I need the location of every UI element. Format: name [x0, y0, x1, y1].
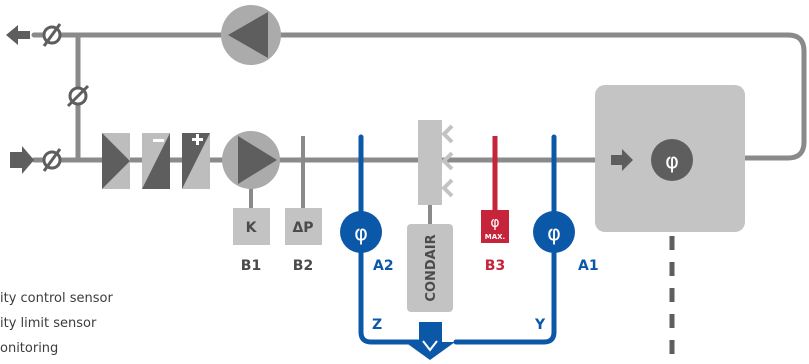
- dp-sensor-box: [285, 208, 322, 245]
- label-a2: A2: [373, 258, 394, 274]
- return-fan-icon: [221, 5, 281, 65]
- k-sensor-label: K: [246, 220, 258, 236]
- room-phi-icon: φ: [665, 149, 679, 173]
- label-y: Y: [534, 317, 546, 333]
- legend-item-limit: ity limit sensor: [0, 316, 97, 331]
- label-a1: A1: [578, 258, 599, 274]
- heater-icon: [182, 133, 210, 189]
- control-line-a2: [358, 134, 421, 345]
- humidity-sensor-a2: φ: [340, 211, 382, 253]
- cooler-icon: [142, 133, 170, 189]
- a2-phi-icon: φ: [354, 221, 368, 245]
- room-inlet-arrow-icon: [611, 149, 633, 171]
- limit-sensor-b3: [481, 210, 509, 243]
- controller-icon: [405, 322, 455, 360]
- damper-inlet-icon: [42, 148, 62, 172]
- k-sensor-box: [233, 208, 270, 245]
- legend: ity control sensor ity limit sensor onit…: [0, 291, 113, 356]
- humidifier-nozzles: [418, 120, 454, 205]
- dp-sensor-label: ΔP: [292, 220, 313, 236]
- supply-fan-icon: [222, 131, 280, 189]
- label-b2: B2: [293, 258, 313, 274]
- label-b1: B1: [241, 258, 261, 274]
- control-line-a1: [453, 134, 557, 345]
- label-b3: B3: [485, 258, 505, 274]
- damper-bypass-icon: [66, 84, 90, 108]
- heat-recovery-icon: [102, 133, 130, 189]
- legend-item-control: ity control sensor: [0, 291, 113, 306]
- legend-item-monitoring: onitoring: [0, 341, 58, 356]
- room-humidity-sensor: φ: [651, 139, 693, 181]
- label-z: Z: [372, 317, 382, 333]
- humidifier-label: CONDAIR: [424, 234, 439, 301]
- humidifier-unit: [407, 224, 453, 312]
- damper-top-icon: [42, 23, 62, 47]
- inlet-arrow-icon: [10, 146, 34, 174]
- return-duct: [31, 32, 807, 161]
- a1-phi-icon: φ: [547, 221, 561, 245]
- control-loop: [358, 134, 557, 345]
- outlet-arrow-icon: [6, 25, 30, 45]
- b3-phi-icon: φ: [490, 215, 499, 231]
- b3-max-text: MAX.: [485, 233, 505, 241]
- humidity-sensor-a1: φ: [533, 211, 575, 253]
